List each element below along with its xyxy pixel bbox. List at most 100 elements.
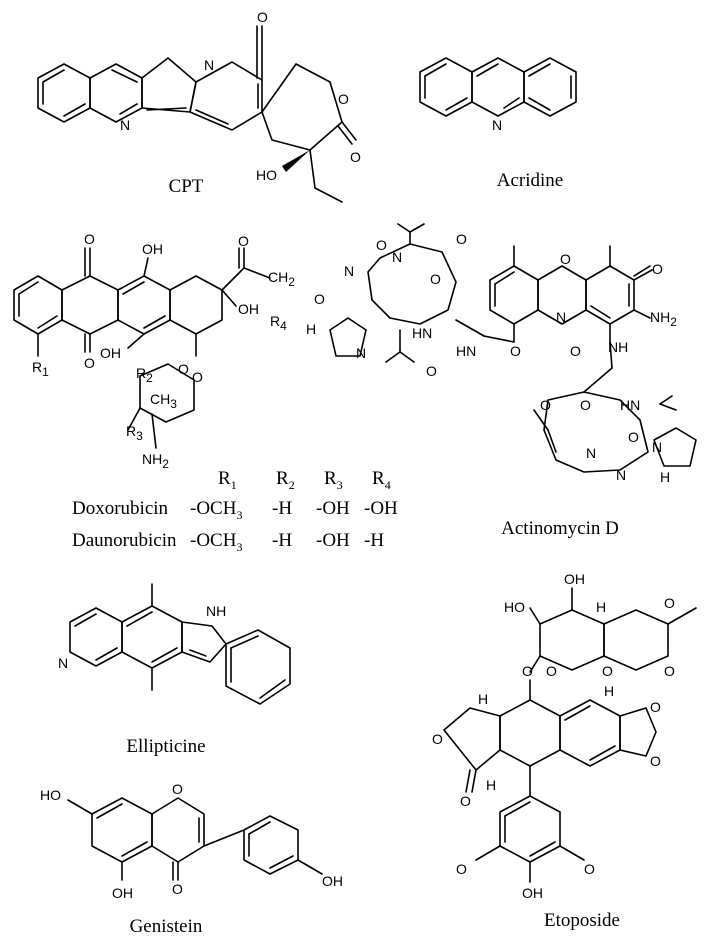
structure-actinomycin-d: O O NH2 N N N N HN HN O O O O O O O O O … xyxy=(306,223,697,539)
structure-anthracycline: O O OH OH OH O CH2 R4 R1 R2 CH3 R3 NH2 O… xyxy=(13,231,295,471)
compound-name-ellipticine: Ellipticine xyxy=(126,736,205,757)
atom-r4: R4 xyxy=(270,313,287,333)
atom-o: O xyxy=(602,663,613,679)
compound-name-etoposide: Etoposide xyxy=(544,910,620,931)
atom-o: O xyxy=(570,343,581,359)
atom-nh: NH xyxy=(206,603,226,619)
compound-name-cpt: CPT xyxy=(169,176,204,197)
atom-n: HN xyxy=(456,343,476,359)
table-cell-r1: -OCH3 xyxy=(190,530,242,554)
atom-h: H xyxy=(596,599,606,615)
atom-o: O xyxy=(522,663,533,679)
atom-h: H xyxy=(306,321,316,337)
atom-o: O xyxy=(257,9,268,25)
atom-h: H xyxy=(478,691,488,707)
atom-n: N xyxy=(492,117,502,133)
atom-o: O xyxy=(460,793,471,809)
atom-nh2: NH2 xyxy=(142,451,169,471)
atom-oh: OH xyxy=(564,571,585,587)
atom-o: O xyxy=(628,429,639,445)
table-cell-r4: -H xyxy=(364,530,384,551)
atom-n: N xyxy=(556,309,566,325)
atom-n: N xyxy=(616,467,626,483)
atom-h: H xyxy=(486,777,496,793)
table-header-r3: R3 xyxy=(324,468,343,492)
atom-o: O xyxy=(376,237,387,253)
atom-oh: OH xyxy=(522,885,543,901)
atom-o: O xyxy=(178,361,189,377)
compound-name-actinomycin-d: Actinomycin D xyxy=(501,518,619,539)
atom-n: HN xyxy=(620,397,640,413)
structure-genistein: HO OH OH O O Genistein xyxy=(40,781,343,937)
atom-ch3: CH3 xyxy=(150,391,177,411)
structure-cpt: N N O O O HO CPT xyxy=(37,9,361,203)
atom-o: O xyxy=(560,251,571,267)
compound-name-genistein: Genistein xyxy=(130,916,203,937)
atom-o: O xyxy=(584,861,595,877)
table-cell-r2: -H xyxy=(272,530,292,551)
atom-o: O xyxy=(456,231,467,247)
table-cell-r1: -OCH3 xyxy=(190,498,242,522)
atom-n: N xyxy=(204,57,214,73)
atom-o: O xyxy=(664,663,675,679)
atom-o: O xyxy=(238,233,249,249)
table-cell-r2: -H xyxy=(272,498,292,519)
table-header-r4: R4 xyxy=(372,468,391,492)
atom-oh: OH xyxy=(238,301,259,317)
atom-o: O xyxy=(84,231,95,247)
atom-nh2: NH2 xyxy=(650,309,677,329)
atom-o: O xyxy=(652,261,663,277)
atom-o: O xyxy=(84,355,95,371)
atom-o: O xyxy=(664,595,675,611)
atom-n: N xyxy=(58,655,68,671)
atom-o: O xyxy=(456,861,467,877)
atom-o: O xyxy=(650,699,661,715)
atom-o: O xyxy=(172,781,183,797)
atom-o: O xyxy=(314,291,325,307)
table-cell-r3: -OH xyxy=(316,498,350,519)
atom-o: O xyxy=(350,149,361,165)
atom-n: N xyxy=(586,445,596,461)
atom-o: O xyxy=(192,369,203,385)
atom-n: N xyxy=(356,345,366,361)
structure-etoposide: OH HO O O O O O H H H H O O O O O O OH E… xyxy=(432,571,697,931)
atom-o: O xyxy=(432,731,443,747)
table-row-name: Doxorubicin xyxy=(72,498,169,519)
r-group-table: R1 R2 R3 R4 Doxorubicin -OCH3 -H -OH -OH… xyxy=(72,468,398,554)
atom-ch2: CH2 xyxy=(268,269,295,289)
atom-ho: HO xyxy=(504,599,525,615)
atom-n: HN xyxy=(412,325,432,341)
atom-r1: R1 xyxy=(32,359,49,379)
atom-o: O xyxy=(338,91,349,107)
atom-h: H xyxy=(604,683,614,699)
atom-oh: OH xyxy=(112,885,133,901)
atom-oh: OH xyxy=(142,241,163,257)
atom-n: NH xyxy=(608,339,628,355)
atom-o: O xyxy=(426,363,437,379)
atom-oh: OH xyxy=(322,873,343,889)
atom-r3: R3 xyxy=(126,423,143,443)
table-cell-r4: -OH xyxy=(364,498,398,519)
table-header-r2: R2 xyxy=(276,468,295,492)
atom-o: O xyxy=(580,397,591,413)
atom-n: N xyxy=(120,117,130,133)
atom-o: O xyxy=(540,397,551,413)
structure-acridine: N Acridine xyxy=(419,57,577,191)
atom-ho: HO xyxy=(256,167,277,183)
table-header-r1: R1 xyxy=(218,468,237,492)
atom-o: O xyxy=(430,271,441,287)
atom-r2: R2 xyxy=(136,365,153,385)
atom-ho: HO xyxy=(40,787,61,803)
atom-o: O xyxy=(546,663,557,679)
atom-o: O xyxy=(510,343,521,359)
structure-ellipticine: NH N Ellipticine xyxy=(58,583,291,757)
atom-ho: OH xyxy=(100,345,121,361)
atom-n: N xyxy=(344,263,354,279)
atom-n: N xyxy=(652,439,662,455)
table-row-name: Daunorubicin xyxy=(72,530,177,551)
table-cell-r3: -OH xyxy=(316,530,350,551)
atom-o: O xyxy=(172,881,183,897)
atom-n: N xyxy=(392,249,402,265)
atom-h: H xyxy=(660,469,670,485)
